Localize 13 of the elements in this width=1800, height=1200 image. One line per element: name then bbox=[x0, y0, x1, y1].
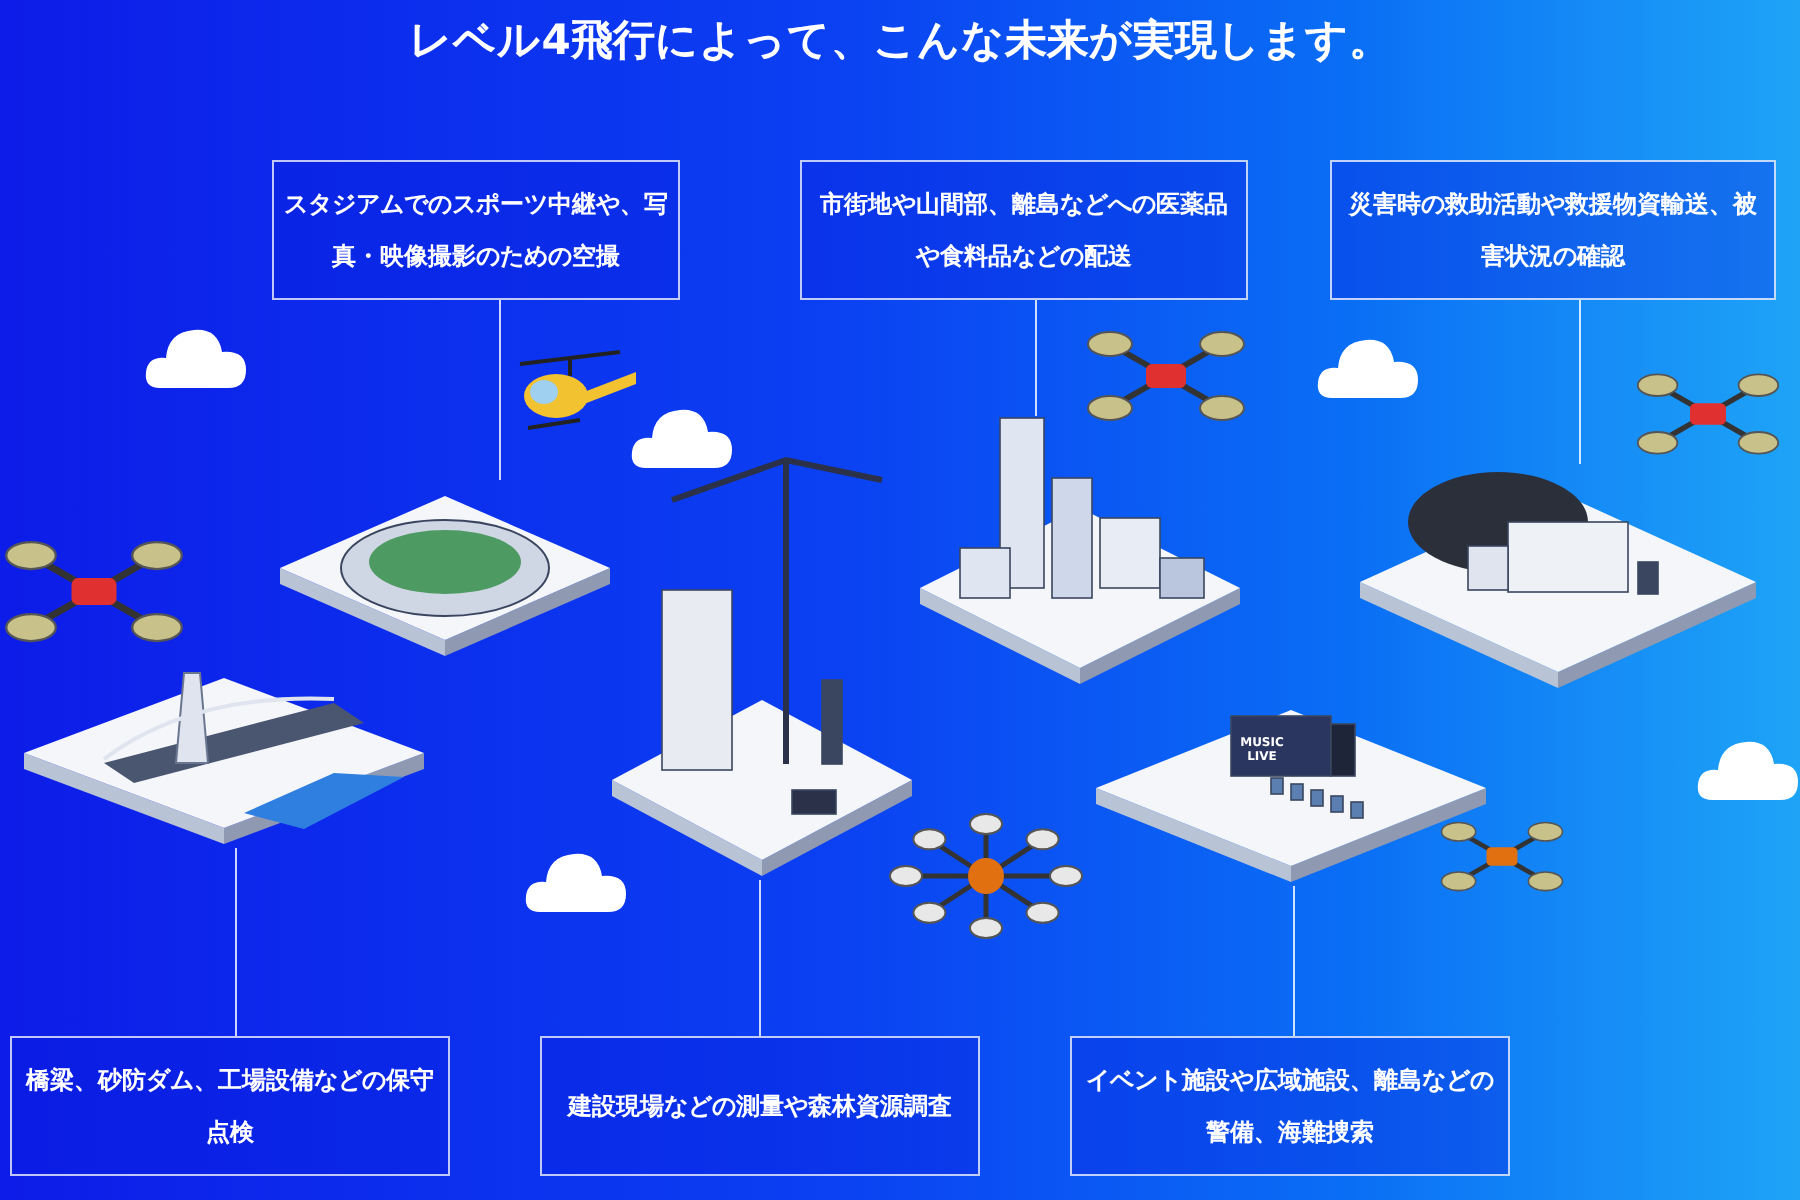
caption-box: スタジアムでのスポーツ中継や、写真・映像撮影のための空撮 bbox=[272, 160, 680, 300]
caption-box: 橋梁、砂防ダム、工場設備などの保守点検 bbox=[10, 1036, 450, 1176]
caption-box: イベント施設や広域施設、離島などの警備、海難捜索 bbox=[1070, 1036, 1510, 1176]
leader-line bbox=[1579, 299, 1581, 465]
leader-line bbox=[1293, 885, 1295, 1037]
caption-box: 市街地や山間部、離島などへの医薬品や食料品などの配送 bbox=[800, 160, 1248, 300]
leader-line bbox=[235, 847, 237, 1037]
caption-box: 災害時の救助活動や救援物資輸送、被害状況の確認 bbox=[1330, 160, 1776, 300]
leader-line bbox=[499, 299, 501, 481]
caption-box: 建設現場などの測量や森林資源調査 bbox=[540, 1036, 980, 1176]
title: レベル4飛行によって、こんな未来が実現します。 bbox=[407, 14, 1393, 68]
leader-line bbox=[1035, 299, 1037, 417]
leader-line bbox=[759, 879, 761, 1037]
